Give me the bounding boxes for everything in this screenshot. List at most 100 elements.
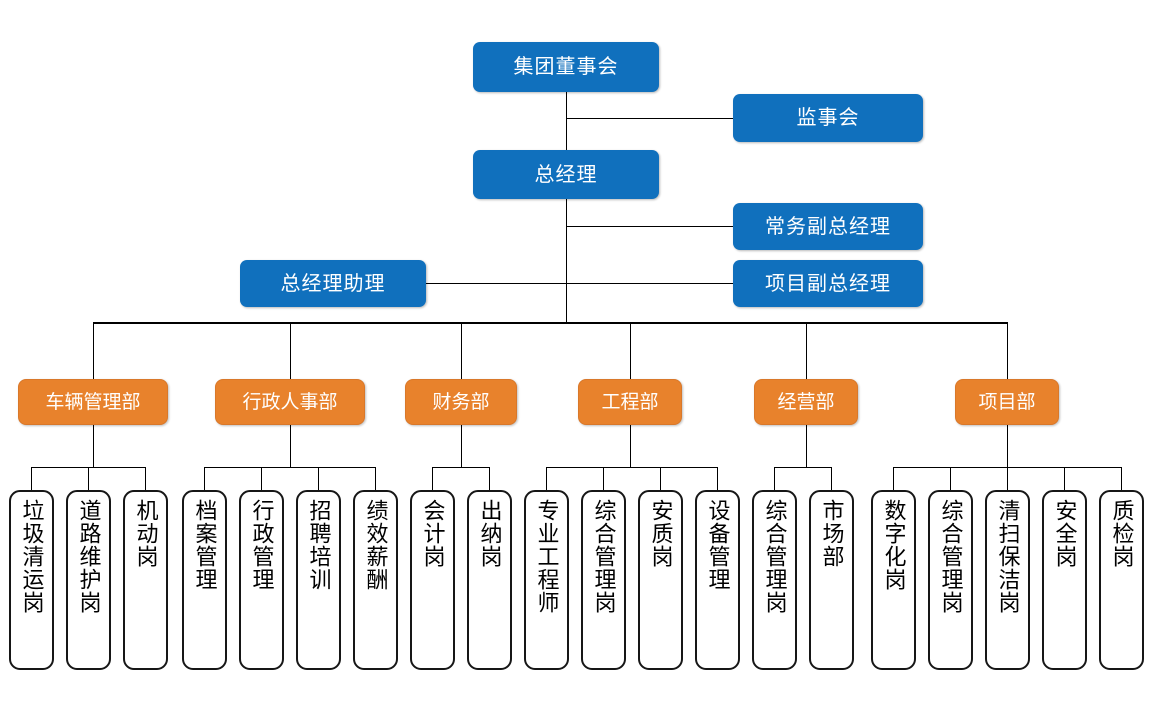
connector-dept1-drop-1 xyxy=(31,467,32,490)
connector-gm-to-exec-vice xyxy=(566,226,733,227)
node-position-label: 市场部 xyxy=(819,499,845,568)
node-department-operations[interactable]: 经营部 xyxy=(754,379,858,425)
node-position-label: 专业工程师 xyxy=(534,499,560,614)
node-position-quality-inspection[interactable]: 质检岗 xyxy=(1099,490,1144,670)
connector-dept2-stem xyxy=(290,425,291,467)
connector-dept4-drop-1 xyxy=(546,467,547,490)
connector-dept6-drop-4 xyxy=(1064,467,1065,490)
connector-dept5-stem xyxy=(806,425,807,467)
connector-dept6-stem xyxy=(1007,425,1008,467)
node-position-label: 设备管理 xyxy=(705,499,731,591)
node-position-label: 绩效薪酬 xyxy=(363,499,389,591)
node-department-label: 行政人事部 xyxy=(242,391,338,413)
connector-drop-dept-5 xyxy=(806,322,807,379)
node-position-archive-management[interactable]: 档案管理 xyxy=(182,490,227,670)
node-position-cashier[interactable]: 出纳岗 xyxy=(467,490,512,670)
connector-dept2-bus xyxy=(204,467,375,468)
node-position-engineering-general-management[interactable]: 综合管理岗 xyxy=(581,490,626,670)
connector-gm-to-project-vice xyxy=(566,283,733,284)
connector-dept1-stem xyxy=(93,425,94,467)
connector-drop-dept-1 xyxy=(93,322,94,379)
connector-drop-dept-4 xyxy=(630,322,631,379)
connector-department-bus xyxy=(93,322,1008,324)
node-position-mobile-duty[interactable]: 机动岗 xyxy=(123,490,168,670)
connector-dept2-drop-3 xyxy=(318,467,319,490)
connector-drop-dept-3 xyxy=(461,322,462,379)
node-position-label: 会计岗 xyxy=(420,499,446,568)
node-position-equipment-management[interactable]: 设备管理 xyxy=(695,490,740,670)
node-department-label: 项目部 xyxy=(978,391,1036,413)
node-position-label: 行政管理 xyxy=(249,499,275,591)
connector-drop-dept-2 xyxy=(290,322,291,379)
node-position-label: 招聘培训 xyxy=(306,499,332,591)
node-position-project-general-management[interactable]: 综合管理岗 xyxy=(928,490,973,670)
node-position-label: 安全岗 xyxy=(1052,499,1078,568)
node-position-digitalization[interactable]: 数字化岗 xyxy=(871,490,916,670)
node-department-vehicle-management[interactable]: 车辆管理部 xyxy=(18,379,168,425)
node-position-performance-compensation[interactable]: 绩效薪酬 xyxy=(353,490,398,670)
connector-dept4-stem xyxy=(630,425,631,467)
node-position-label: 垃圾清运岗 xyxy=(19,499,45,614)
connector-dept6-drop-2 xyxy=(950,467,951,490)
node-department-admin-hr[interactable]: 行政人事部 xyxy=(215,379,365,425)
connector-dept2-drop-1 xyxy=(204,467,205,490)
node-position-label: 数字化岗 xyxy=(881,499,907,591)
node-position-label: 道路维护岗 xyxy=(76,499,102,614)
connector-dept3-drop-2 xyxy=(489,467,490,490)
connector-dept4-bus xyxy=(546,467,717,468)
node-position-recruitment-training[interactable]: 招聘培训 xyxy=(296,490,341,670)
node-position-label: 档案管理 xyxy=(192,499,218,591)
node-gm-assistant-label: 总经理助理 xyxy=(280,272,386,295)
node-position-road-maintenance[interactable]: 道路维护岗 xyxy=(66,490,111,670)
node-position-marketing[interactable]: 市场部 xyxy=(809,490,854,670)
node-position-professional-engineer[interactable]: 专业工程师 xyxy=(524,490,569,670)
connector-drop-dept-6 xyxy=(1007,322,1008,379)
connector-dept4-drop-2 xyxy=(603,467,604,490)
node-department-label: 工程部 xyxy=(601,391,659,413)
node-board[interactable]: 集团董事会 xyxy=(473,42,659,92)
node-department-finance[interactable]: 财务部 xyxy=(405,379,517,425)
node-general-manager[interactable]: 总经理 xyxy=(473,150,659,199)
connector-dept3-drop-1 xyxy=(432,467,433,490)
node-general-manager-label: 总经理 xyxy=(534,163,598,186)
node-position-label: 出纳岗 xyxy=(477,499,503,568)
node-executive-vice-gm-label: 常务副总经理 xyxy=(765,215,891,238)
node-position-label: 机动岗 xyxy=(133,499,159,568)
node-position-label: 综合管理岗 xyxy=(762,499,788,614)
connector-dept4-drop-4 xyxy=(717,467,718,490)
connector-board-to-gm xyxy=(566,92,567,150)
connector-gm-trunk xyxy=(566,199,567,323)
node-position-label: 质检岗 xyxy=(1109,499,1135,568)
node-board-label: 集团董事会 xyxy=(513,56,619,78)
connector-dept5-bus xyxy=(774,467,831,468)
node-department-label: 车辆管理部 xyxy=(45,391,141,413)
node-supervisory-board[interactable]: 监事会 xyxy=(733,94,923,142)
node-position-label: 清扫保洁岗 xyxy=(995,499,1021,614)
node-gm-assistant[interactable]: 总经理助理 xyxy=(240,260,426,307)
node-position-accounting[interactable]: 会计岗 xyxy=(410,490,455,670)
connector-dept4-drop-3 xyxy=(660,467,661,490)
connector-gm-to-assistant xyxy=(426,283,566,284)
node-project-vice-gm[interactable]: 项目副总经理 xyxy=(733,260,923,307)
connector-dept1-drop-2 xyxy=(88,467,89,490)
node-department-label: 经营部 xyxy=(777,391,835,413)
connector-dept1-drop-3 xyxy=(145,467,146,490)
node-position-safety-quality[interactable]: 安质岗 xyxy=(638,490,683,670)
node-position-operations-general-management[interactable]: 综合管理岗 xyxy=(752,490,797,670)
node-department-project[interactable]: 项目部 xyxy=(955,379,1059,425)
node-position-label: 综合管理岗 xyxy=(591,499,617,614)
node-position-admin-management[interactable]: 行政管理 xyxy=(239,490,284,670)
connector-dept6-drop-1 xyxy=(893,467,894,490)
node-executive-vice-gm[interactable]: 常务副总经理 xyxy=(733,203,923,250)
connector-board-to-supervisory xyxy=(566,118,733,119)
connector-dept6-drop-3 xyxy=(1007,467,1008,490)
connector-dept6-drop-5 xyxy=(1121,467,1122,490)
node-department-label: 财务部 xyxy=(432,391,490,413)
connector-dept3-stem xyxy=(461,425,462,467)
node-department-engineering[interactable]: 工程部 xyxy=(578,379,682,425)
node-position-cleaning-sanitation[interactable]: 清扫保洁岗 xyxy=(985,490,1030,670)
node-position-safety[interactable]: 安全岗 xyxy=(1042,490,1087,670)
node-supervisory-board-label: 监事会 xyxy=(796,107,860,129)
node-position-garbage-transport[interactable]: 垃圾清运岗 xyxy=(9,490,54,670)
